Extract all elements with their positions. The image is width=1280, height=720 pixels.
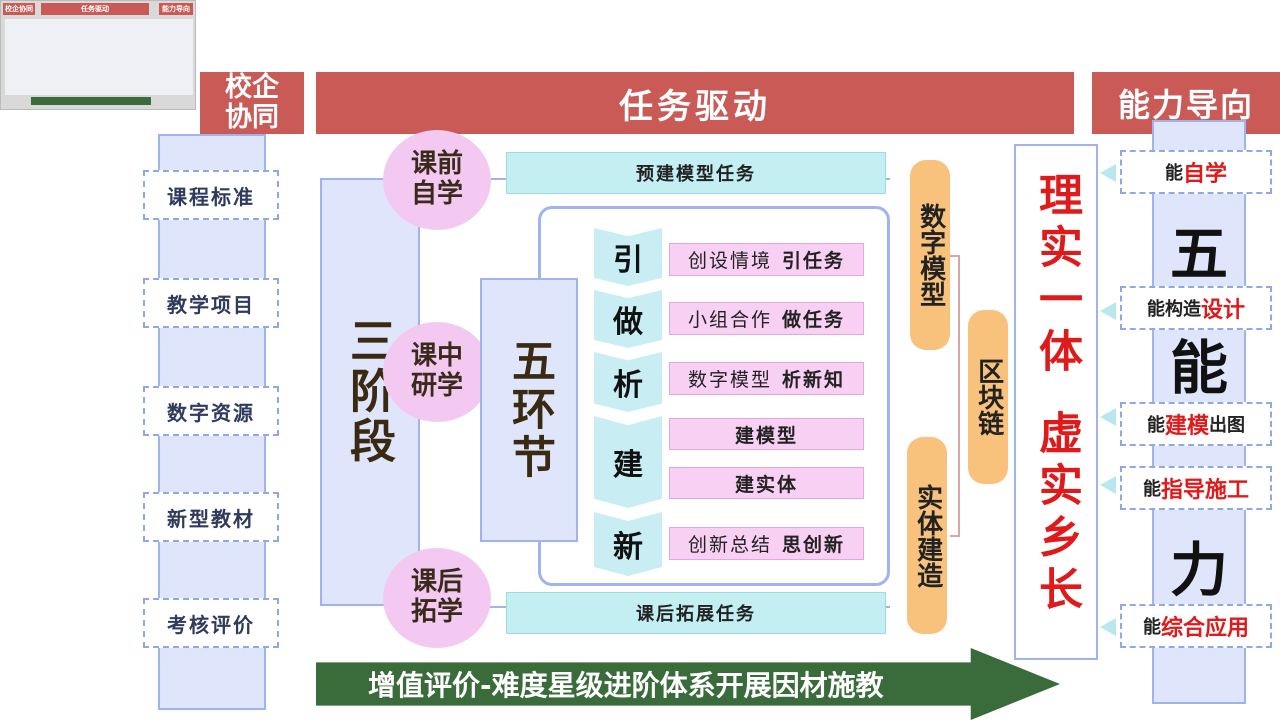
step-item-do: 小组合作做任务 xyxy=(669,302,864,335)
five-abilities-char-2: 能 xyxy=(1169,334,1228,402)
thumbnail-header-right: 能力导向 xyxy=(159,3,193,15)
five-abilities-char-1: 五 xyxy=(1169,220,1228,288)
ability-pointer-1 xyxy=(1100,164,1116,182)
ability-self-study: 能自学 xyxy=(1120,150,1272,194)
bottom-arrow: 增值评价-难度星级进阶体系开展因材施教 xyxy=(316,648,1060,720)
thumbnail-arrow xyxy=(31,97,151,105)
left-item-assessment: 考核评价 xyxy=(143,598,279,648)
header-task-driven: 任务驱动 xyxy=(316,72,1074,134)
step-do: 做 xyxy=(594,290,662,348)
step-item-analyze: 数字模型析新知 xyxy=(669,362,864,395)
physical-construction-pill: 实体建造 xyxy=(907,437,947,634)
left-item-new-textbook: 新型教材 xyxy=(143,492,279,542)
step-item-introduce: 创设情境引任务 xyxy=(669,243,864,276)
bracket-line xyxy=(950,255,960,537)
step-analyze: 析 xyxy=(594,352,662,412)
phase-pre-class: 课前 自学 xyxy=(383,130,491,230)
digital-model-label: 数字模型 xyxy=(915,203,946,307)
task-post-extension: 课后拓展任务 xyxy=(506,592,886,634)
five-links-box: 五环节 xyxy=(480,278,578,542)
ability-guide-construction: 能指导施工 xyxy=(1120,466,1272,510)
phase-post-class: 课后 拓学 xyxy=(383,548,491,648)
header-school-enterprise: 校企 协同 xyxy=(200,72,304,134)
ability-structural-design: 能构造设计 xyxy=(1120,286,1272,330)
ability-pointer-3 xyxy=(1100,408,1116,426)
step-item-innovate: 创新总结思创新 xyxy=(669,527,864,560)
step-item-build-entity: 建实体 xyxy=(669,467,864,499)
step-innovate: 新 xyxy=(594,512,662,576)
integration-line-2: 虚实乡长 xyxy=(1031,410,1082,618)
left-item-teaching-project: 教学项目 xyxy=(143,278,279,328)
task-pre-build-model: 预建模型任务 xyxy=(506,152,886,194)
phase-in-class: 课中 研学 xyxy=(383,322,491,422)
thumbnail-body xyxy=(5,19,193,95)
five-links-label: 五环节 xyxy=(504,338,555,482)
thumbnail-preview: 校企协同 任务驱动 能力导向 xyxy=(0,0,196,110)
step-item-build-model: 建模型 xyxy=(669,418,864,450)
digital-model-pill: 数字模型 xyxy=(910,160,950,350)
step-build: 建 xyxy=(594,416,662,508)
physical-construction-label: 实体建造 xyxy=(912,483,943,588)
integration-line-2-wrap: 虚实乡长 xyxy=(1014,410,1098,650)
integration-line-1: 理实一体 xyxy=(1031,172,1082,380)
ability-pointer-5 xyxy=(1100,618,1116,636)
five-abilities-char-3: 力 xyxy=(1169,536,1228,604)
step-introduce: 引 xyxy=(594,228,662,286)
thumbnail-header-center: 任务驱动 xyxy=(41,3,149,15)
ability-pointer-2 xyxy=(1100,302,1116,320)
left-item-curriculum-standard: 课程标准 xyxy=(143,170,279,220)
blockchain-pill: 区块链 xyxy=(968,310,1008,484)
integration-box: 理实一体 xyxy=(1014,144,1098,660)
thumbnail-header-left: 校企协同 xyxy=(3,3,35,15)
blockchain-label: 区块链 xyxy=(973,358,1004,436)
ability-pointer-4 xyxy=(1100,476,1116,494)
bottom-arrow-label: 增值评价-难度星级进阶体系开展因材施教 xyxy=(368,669,884,702)
ability-comprehensive-application: 能综合应用 xyxy=(1120,604,1272,648)
ability-modeling-drawing: 能建模出图 xyxy=(1120,402,1272,446)
left-item-digital-resources: 数字资源 xyxy=(143,386,279,436)
